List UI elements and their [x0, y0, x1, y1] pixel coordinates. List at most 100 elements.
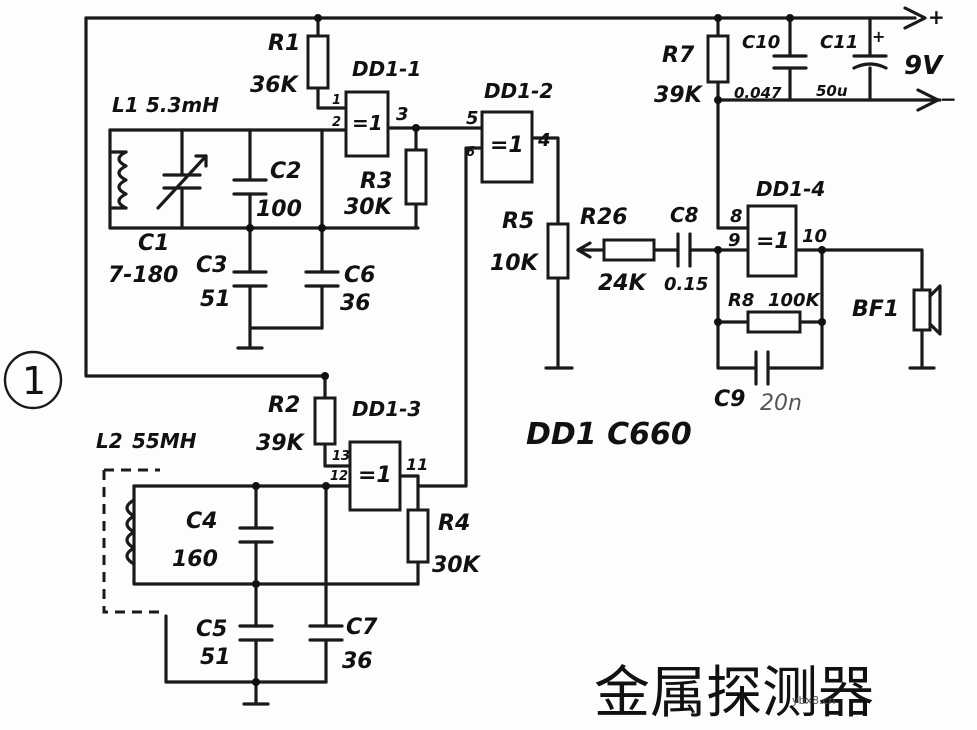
c9-name: C9: [714, 387, 745, 412]
tank1-bottom-wire: [108, 128, 420, 230]
dd1-3-symbol: =1: [358, 463, 392, 488]
r2-to-pin13-wire: [323, 442, 352, 468]
dd1-4-symbol: =1: [756, 229, 790, 254]
dd1-3-gate: [348, 440, 402, 512]
r2-value: 39K: [256, 431, 306, 456]
c3-c6-ground-wire: [248, 284, 324, 330]
r26-name: R26: [580, 205, 628, 230]
r1-name: R1: [268, 31, 300, 56]
r3-name: R3: [360, 169, 392, 194]
junction: [322, 482, 330, 490]
c3-value: 51: [200, 287, 231, 312]
junction: [252, 482, 260, 490]
c2-value: 100: [256, 197, 302, 222]
tank2-ground-wire: [164, 614, 328, 684]
r7-to-pin8-wire: [716, 80, 750, 230]
dd1-3-label: DD1-3: [352, 397, 421, 421]
c3-capacitor: [232, 270, 268, 288]
l1-name: L1: [112, 93, 139, 117]
c9-capacitor: [754, 350, 770, 386]
junction: [246, 224, 254, 232]
junction: [786, 14, 794, 22]
c9-value: 20n: [760, 391, 802, 416]
junction: [412, 124, 420, 132]
dd12-out-wire: [530, 136, 560, 226]
figure-number-circle: [3, 350, 63, 410]
r1-value: 36K: [250, 73, 300, 98]
tank2-bottom-wire: [132, 484, 420, 586]
junction: [714, 96, 722, 104]
c5-capacitor: [238, 624, 274, 642]
c10-capacitor: [772, 54, 808, 70]
pin-2: 2: [332, 115, 341, 130]
junction: [318, 224, 326, 232]
c5-value: 51: [200, 645, 231, 670]
c8-name: C8: [670, 203, 699, 227]
r1-to-pin1-wire: [316, 86, 348, 110]
junction: [714, 246, 722, 254]
l2-value: 55MH: [132, 429, 197, 453]
watermark-text: ybx8.cn: [792, 694, 836, 707]
l1-value: 5.3mH: [146, 93, 219, 117]
junction: [714, 14, 722, 22]
l1-inductor-coil: [117, 150, 128, 210]
c4-capacitor: [238, 526, 274, 544]
c11-plus-mark: +: [872, 27, 885, 46]
junction: [714, 318, 722, 326]
bf1-label: BF1: [852, 297, 899, 322]
r4-resistor: [406, 508, 430, 564]
c1-name: C1: [138, 231, 169, 256]
plus-terminal: +: [928, 5, 945, 29]
pin-4: 4: [537, 130, 551, 151]
r1-resistor: [306, 34, 330, 90]
r26-resistor: [602, 238, 656, 262]
r8-value: 100K: [768, 290, 822, 311]
dd13-out-wire: [398, 474, 420, 512]
l2-name: L2: [96, 429, 123, 453]
junction: [818, 318, 826, 326]
r5-wiper-arrow: [576, 241, 592, 259]
title-caption: 金属探测器: [594, 661, 874, 726]
c4-value: 160: [172, 547, 218, 572]
pin-5: 5: [466, 108, 479, 129]
dd1-1-gate: [344, 90, 390, 158]
wires: [84, 6, 942, 706]
c6-value: 36: [340, 291, 371, 316]
c5-name: C5: [196, 617, 227, 642]
c2-name: C2: [270, 159, 301, 184]
junction: [252, 678, 260, 686]
r8-resistor: [746, 310, 802, 334]
c1-value: 7-180: [108, 263, 178, 288]
top-rail-arrow: [903, 6, 927, 30]
ic-type-label: DD1 C660: [526, 417, 692, 452]
c11-value: 50u: [816, 82, 848, 100]
c8-capacitor: [676, 232, 692, 268]
c1-variable-capacitor: [156, 154, 208, 210]
r3-resistor: [404, 148, 428, 206]
minus-terminal: −: [940, 87, 957, 111]
pin-1: 1: [332, 93, 341, 108]
dd14-out-wire: [794, 248, 924, 292]
r26-value: 24K: [598, 271, 648, 296]
figure-number: 1: [22, 359, 46, 403]
r7-value: 39K: [654, 83, 704, 108]
dd1-1-symbol: =1: [352, 111, 383, 135]
pin-6: 6: [466, 145, 475, 160]
dd1-1-label: DD1-1: [352, 57, 421, 81]
dd1-2-symbol: =1: [490, 133, 524, 158]
bf1-speaker: [912, 284, 942, 336]
r2-resistor: [313, 396, 337, 446]
dd14-feedback-right: [776, 248, 824, 370]
c2-capacitor: [232, 178, 268, 196]
r3-value: 30K: [344, 195, 394, 220]
r8-name: R8: [728, 290, 754, 311]
r7-name: R7: [662, 43, 695, 68]
c6-capacitor: [304, 270, 340, 288]
r5-name: R5: [502, 209, 534, 234]
dd1-4-gate: [746, 204, 798, 278]
c10-value: 0.047: [734, 84, 782, 102]
dd1-2-gate: [480, 110, 534, 184]
bottom-rail-arrow: [916, 88, 940, 112]
